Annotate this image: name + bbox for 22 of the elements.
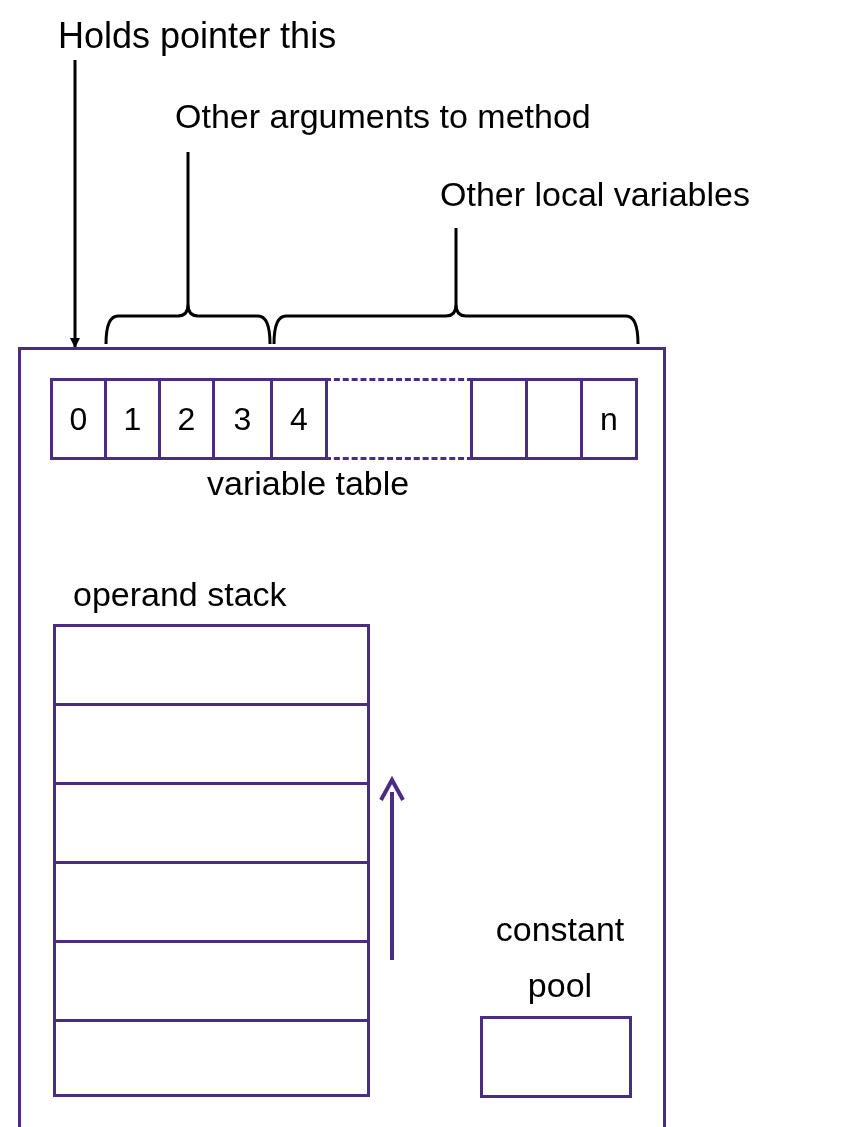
table-cell: n [580, 378, 638, 460]
table-cell [525, 378, 583, 460]
stack-frame [18, 347, 666, 1127]
brace-label: Other arguments to method [175, 96, 591, 137]
stack-heading: operand stack [73, 574, 287, 615]
table-cell: 2 [158, 378, 215, 460]
arrow [70, 60, 80, 348]
stack-slot [53, 703, 370, 785]
stack-slot [53, 1019, 370, 1097]
annotation-text: Holds pointer this [58, 14, 478, 58]
table-cell: 1 [104, 378, 161, 460]
stack-slot [53, 940, 370, 1022]
table-caption: variable table [207, 463, 410, 504]
brace-label: Other local variables [440, 174, 750, 215]
table-cell: 4 [270, 378, 328, 460]
stack-slot [53, 624, 370, 706]
table-cell: 3 [212, 378, 273, 460]
stack-slot [53, 782, 370, 864]
stack-slot [53, 861, 370, 943]
table-cell: 0 [50, 378, 107, 460]
pool-heading: constant pool [494, 909, 626, 1006]
table-cell [470, 378, 528, 460]
